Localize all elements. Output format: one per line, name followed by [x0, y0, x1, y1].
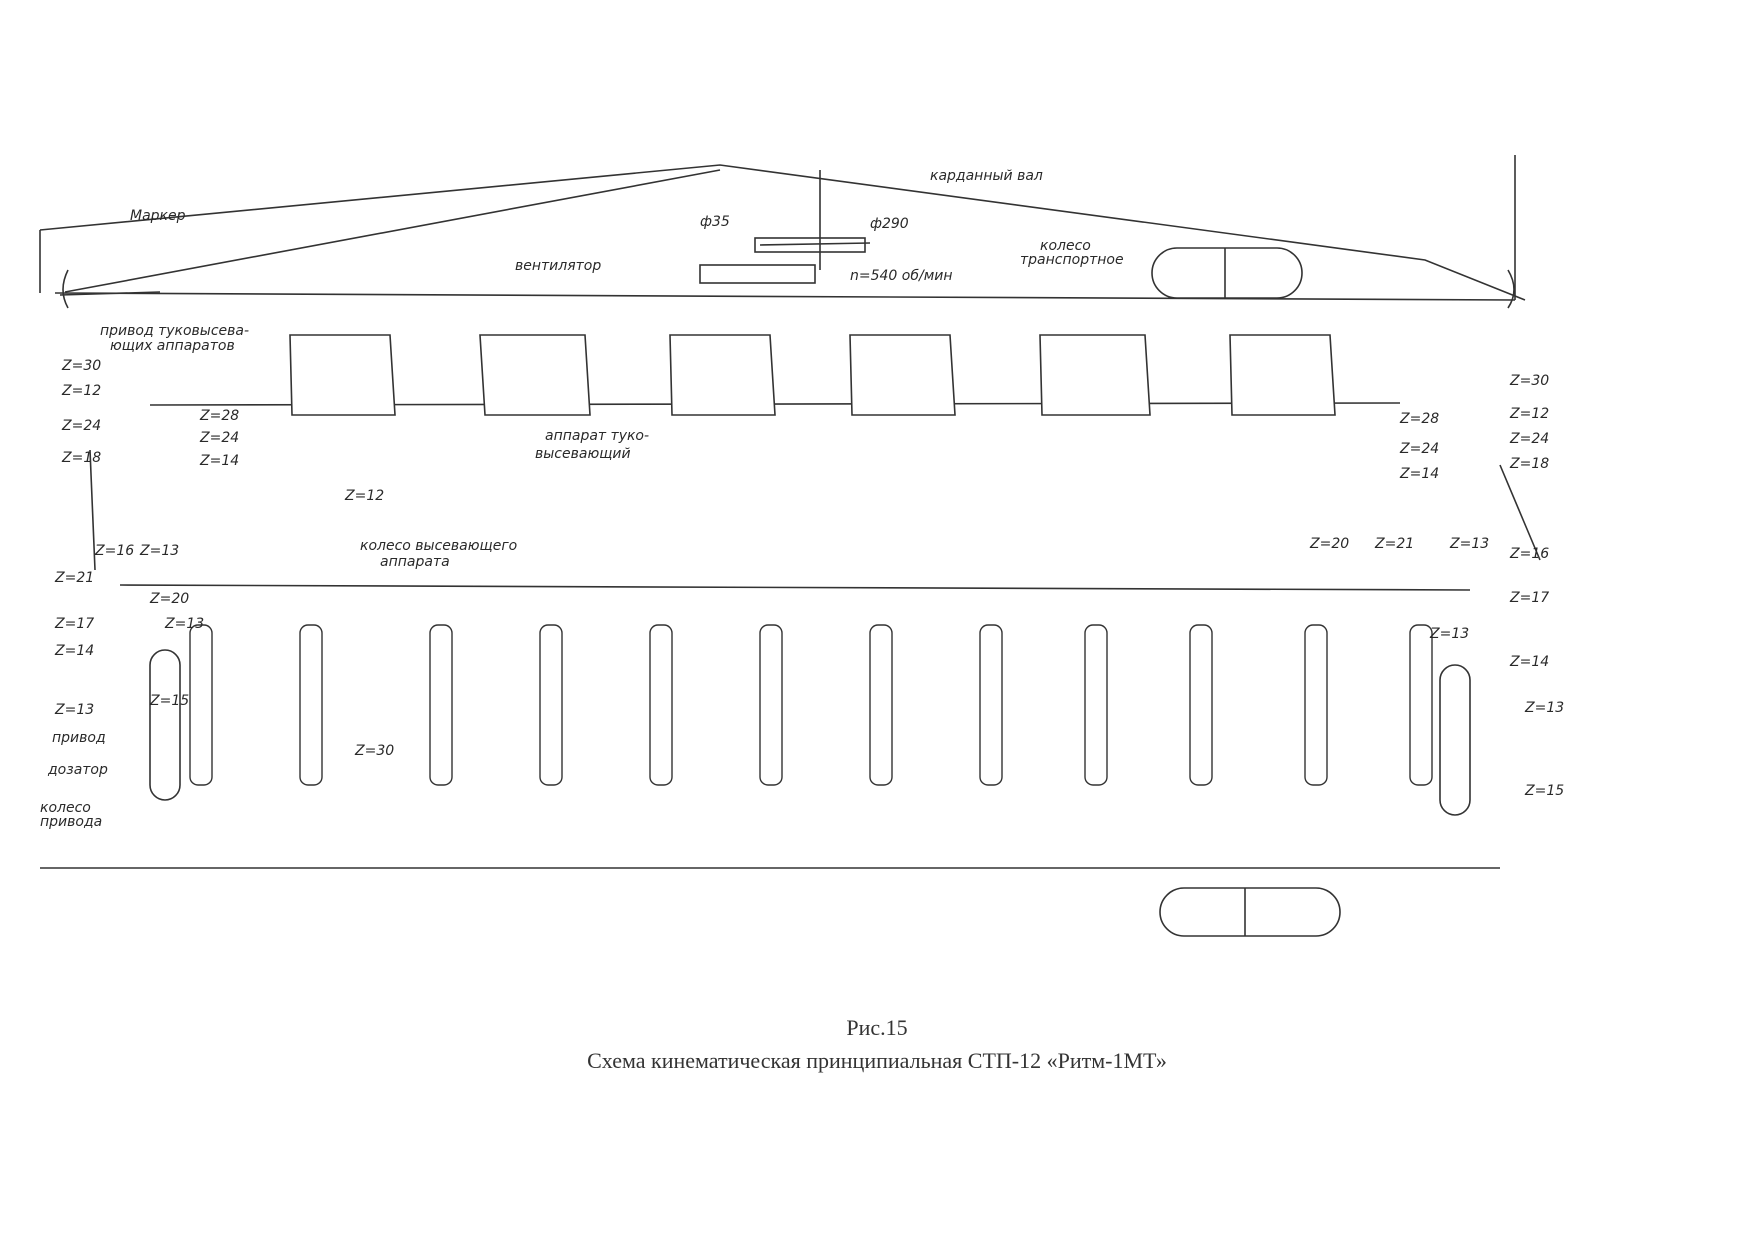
label-phi35: ф35 — [700, 214, 730, 230]
gear-rf-3: Z=28 — [1399, 411, 1439, 427]
label-transport-wheel-1: колесо — [1040, 238, 1091, 254]
gear-rf-2: Z=12 — [1509, 406, 1549, 422]
caption-figure: Рис.15 — [846, 1015, 908, 1040]
gear-ms-2: Z=30 — [354, 743, 394, 759]
label-fert-app-1: аппарат туко- — [545, 428, 649, 444]
label-seed-wheel-2: аппарата — [380, 554, 450, 570]
gear-lf-4: Z=18 — [61, 450, 101, 466]
gear-rs-5: Z=17 — [1509, 590, 1549, 606]
gear-rf-4: Z=24 — [1509, 431, 1549, 447]
label-phi290: ф290 — [870, 216, 909, 232]
gear-ls-3: Z=21 — [54, 570, 94, 586]
gear-rs-4: Z=16 — [1509, 546, 1549, 562]
label-marker: Маркер — [130, 208, 186, 224]
gear-rs-3: Z=13 — [1449, 536, 1489, 552]
gear-ms-1: Z=12 — [344, 488, 384, 504]
label-fert-app-2: высевающий — [535, 446, 631, 462]
label-drive: привод — [52, 730, 106, 746]
label-dosator: дозатор — [47, 762, 108, 778]
gear-lf-3: Z=24 — [61, 418, 101, 434]
gear-ls-1: Z=16 — [94, 543, 134, 559]
label-rpm: n=540 об/мин — [850, 268, 953, 284]
label-drive-wheel-1: колесо — [40, 800, 91, 816]
gear-rs-2: Z=21 — [1374, 536, 1414, 552]
gear-rs-8: Z=13 — [1524, 700, 1564, 716]
gear-rf-6: Z=14 — [1399, 466, 1439, 482]
seed-units — [189, 624, 1433, 786]
gear-lf-7: Z=14 — [199, 453, 239, 469]
gear-lf-6: Z=24 — [199, 430, 239, 446]
gear-rf-7: Z=18 — [1509, 456, 1549, 472]
gear-lf-5: Z=28 — [199, 408, 239, 424]
label-fert-drive-2: ющих аппаратов — [110, 338, 235, 354]
gear-rs-7: Z=14 — [1509, 654, 1549, 670]
gear-rs-1: Z=20 — [1309, 536, 1349, 552]
gear-ls-5: Z=17 — [54, 616, 94, 632]
label-drive-wheel-2: привода — [40, 814, 102, 830]
gear-ls-9: Z=15 — [149, 693, 189, 709]
label-cardan: карданный вал — [930, 168, 1043, 184]
gear-ls-2: Z=13 — [139, 543, 179, 559]
label-fert-drive-1: привод туковысева- — [100, 323, 249, 339]
gear-rs-9: Z=15 — [1524, 783, 1564, 799]
scheme-labels: Маркер карданный вал ф35 ф290 вентилятор… — [40, 168, 1564, 830]
fertilizer-hoppers — [289, 334, 1336, 416]
gear-ls-4: Z=20 — [149, 591, 189, 607]
gear-ls-8: Z=13 — [54, 702, 94, 718]
gear-rf-5: Z=24 — [1399, 441, 1439, 457]
label-fan: вентилятор — [515, 258, 601, 274]
gear-lf-2: Z=12 — [61, 383, 101, 399]
gear-ls-6: Z=13 — [164, 616, 204, 632]
gear-lf-1: Z=30 — [61, 358, 101, 374]
gear-rs-6: Z=13 — [1429, 626, 1469, 642]
label-transport-wheel-2: транспортное — [1020, 252, 1124, 268]
gear-rf-1: Z=30 — [1509, 373, 1549, 389]
gear-ls-7: Z=14 — [54, 643, 94, 659]
label-seed-wheel-1: колесо высевающего — [360, 538, 517, 554]
caption-title: Схема кинематическая принципиальная СТП-… — [587, 1048, 1167, 1073]
